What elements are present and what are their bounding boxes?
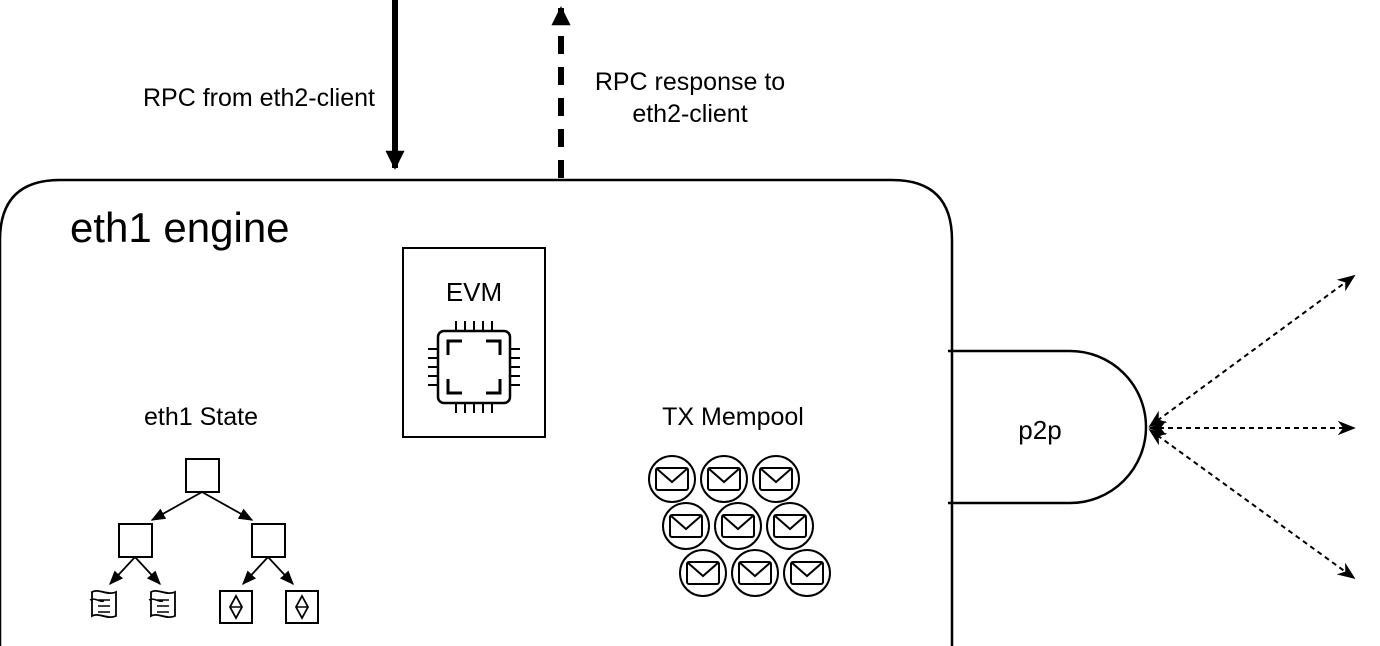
envelope-icon (648, 455, 696, 503)
merkle-tree-icon (89, 458, 319, 624)
evm-label: EVM (446, 277, 502, 307)
tree-branch-node-left (118, 523, 153, 558)
envelope-icon (752, 455, 800, 503)
envelope-icon (766, 502, 814, 550)
scroll-icon (148, 589, 176, 619)
ether-icon (285, 590, 319, 624)
peer-link-down (1148, 428, 1356, 580)
peer-link-up (1148, 274, 1356, 428)
envelope-icon (731, 549, 779, 597)
eth1-state-label: eth1 State (144, 403, 258, 431)
envelope-icon (679, 549, 727, 597)
tx-mempool-label: TX Mempool (662, 403, 804, 431)
p2p-label: p2p (1018, 415, 1061, 445)
envelope-icon (783, 549, 831, 597)
ether-icon (219, 590, 253, 624)
scroll-icon (89, 589, 117, 619)
cpu-chip-icon (428, 321, 520, 413)
rpc-response-label-line2: eth2-client (632, 100, 747, 128)
p2p-node (948, 349, 1148, 505)
tree-root-node (185, 458, 220, 493)
eth1-engine-label: eth1 engine (70, 204, 290, 251)
tree-branch-node-right (251, 523, 286, 558)
rpc-response-label-line1: RPC response to (595, 68, 785, 96)
eth1-engine-container (0, 178, 954, 646)
rpc-from-label: RPC from eth2-client (143, 84, 375, 112)
tx-mempool-envelopes (648, 455, 831, 597)
p2p-peer-links (1148, 274, 1356, 580)
envelope-icon (700, 455, 748, 503)
envelope-icon (714, 502, 762, 550)
envelope-icon (662, 502, 710, 550)
